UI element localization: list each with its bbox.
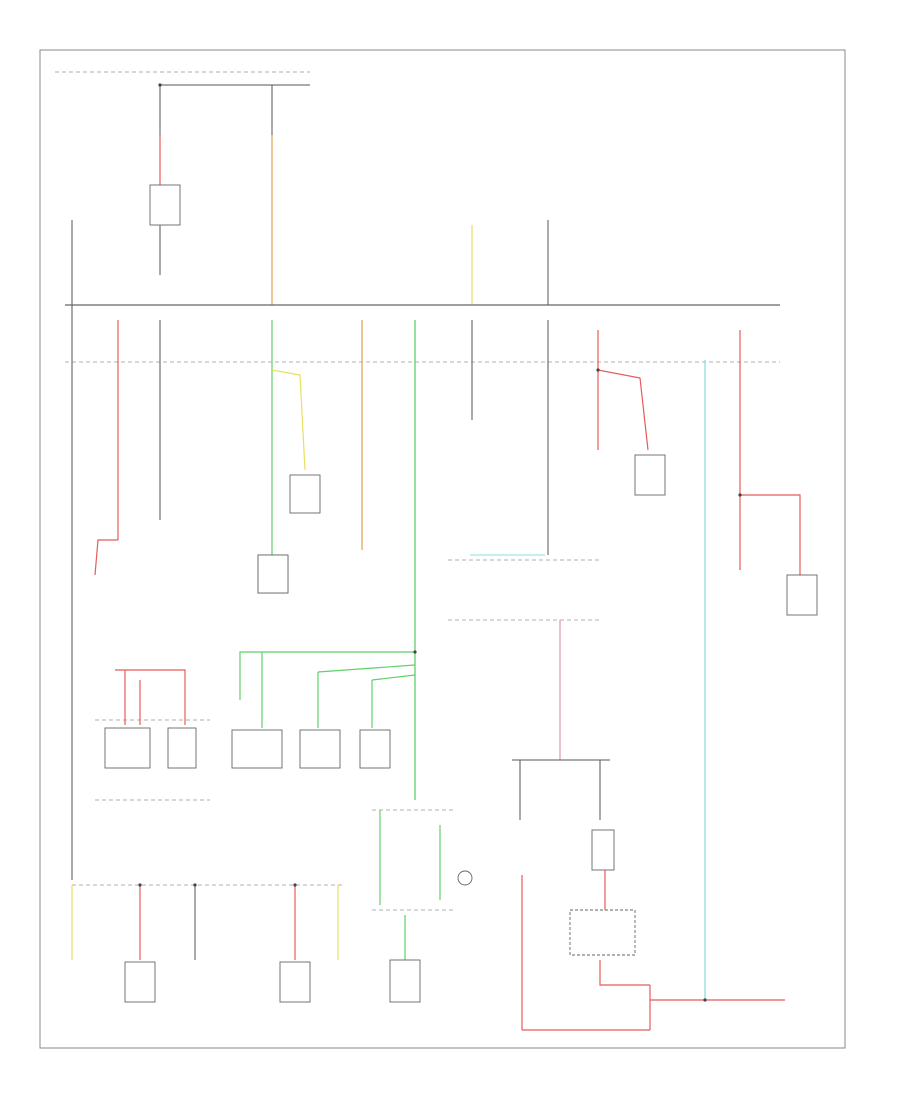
wire-red-junction <box>115 669 186 725</box>
splice-node <box>413 650 417 654</box>
power-seat-module <box>786 574 818 616</box>
wire-red-fuse-11b <box>740 494 801 575</box>
transmission-range-sensor <box>569 909 636 956</box>
splice-node <box>596 368 600 372</box>
generic-electronic-module <box>124 961 156 1003</box>
splice-node <box>158 83 162 87</box>
wire-green-link-2 <box>371 674 416 681</box>
splice-node <box>293 883 297 887</box>
module-electronic-shift <box>299 729 341 769</box>
module-speed-control <box>231 729 283 769</box>
wire-green-distribution <box>239 651 415 700</box>
lamp-module-right <box>167 727 197 769</box>
wire-red-right-3 <box>599 960 650 986</box>
horn-relay <box>634 454 666 496</box>
relay-upper <box>149 184 181 226</box>
wire-yellow-fuse-4 <box>271 369 306 471</box>
splice-node <box>738 493 742 497</box>
module-left-mid <box>257 554 289 594</box>
wire-red-fuse-2b <box>94 539 118 576</box>
module-cluster <box>359 729 391 769</box>
wire-green-link <box>317 664 416 673</box>
splice-node <box>193 883 197 887</box>
cruise-switch <box>591 829 615 871</box>
instrument-cluster-lower <box>389 959 421 1003</box>
diagram-frame <box>39 49 846 1049</box>
power-window-relay <box>289 474 321 514</box>
vehicle-speed-sensor <box>279 961 311 1003</box>
splice-node <box>138 883 142 887</box>
sensor-circle <box>457 870 473 886</box>
lamp-module-left <box>104 727 151 769</box>
splice-node <box>703 998 707 1002</box>
wire-red-fuse-9 <box>597 330 649 451</box>
